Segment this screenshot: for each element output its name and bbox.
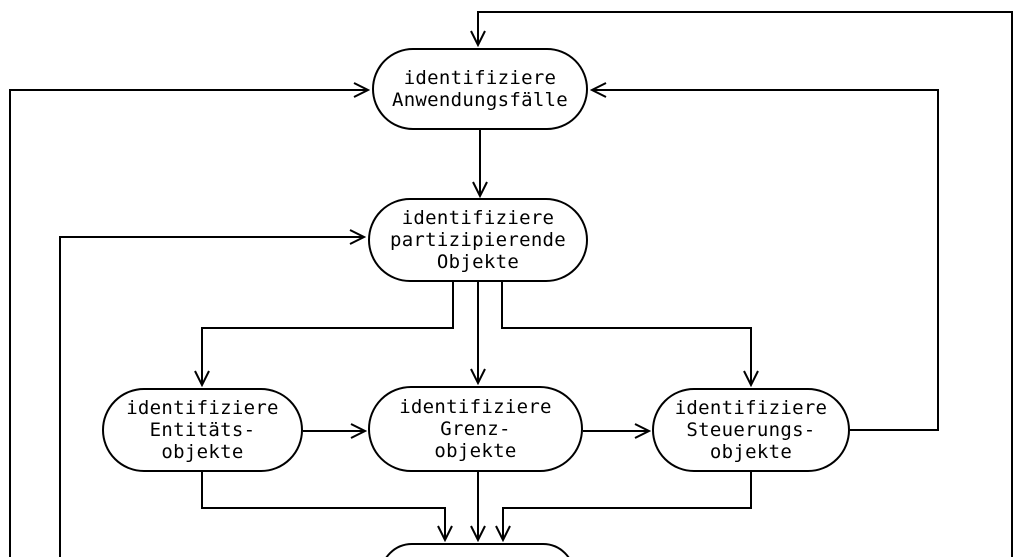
node-label-line: objekte bbox=[434, 440, 517, 462]
node-label-line: Grenz- bbox=[440, 418, 511, 440]
edge-partizipierende-to-steuerungs bbox=[501, 282, 751, 385]
node-identifiziere-grenzobjekte: identifiziere Grenz- objekte bbox=[368, 386, 583, 472]
edge-entitaets-to-bottom bbox=[201, 472, 445, 540]
node-label-line: Entitäts- bbox=[149, 419, 256, 441]
node-label-line: Anwendungsfälle bbox=[391, 89, 569, 111]
edge-steuerungs-to-anwendungsfaelle bbox=[592, 90, 939, 431]
node-identifiziere-entitaetsobjekte: identifiziere Entitäts- objekte bbox=[102, 388, 303, 472]
node-label-line: Steuerungs- bbox=[686, 419, 816, 441]
node-identifiziere-anwendungsfaelle: identifiziere Anwendungsfälle bbox=[372, 48, 588, 130]
node-label-line: objekte bbox=[161, 441, 244, 463]
node-label-line: identifiziere bbox=[126, 397, 279, 419]
node-label-line: identifiziere bbox=[674, 397, 828, 419]
edge-partizipierende-to-entitaets bbox=[202, 282, 454, 385]
node-identifiziere-steuerungsobjekte: identifiziere Steuerungs- objekte bbox=[652, 388, 850, 472]
node-label-line: Objekte bbox=[436, 251, 520, 273]
edge-steuerungs-to-bottom bbox=[503, 472, 752, 540]
node-bottom-partial bbox=[380, 543, 575, 557]
node-label-line: identifiziere bbox=[401, 207, 555, 229]
node-identifiziere-partizipierende-objekte: identifiziere partizipierende Objekte bbox=[368, 198, 588, 282]
edge-loop-left-into-anwendungsfaelle bbox=[9, 90, 368, 557]
edge-loop-top-into-anwendungsfaelle bbox=[478, 11, 1013, 557]
node-label-line: identifiziere bbox=[403, 67, 557, 89]
node-label-line: identifiziere bbox=[399, 396, 552, 418]
node-label-line: objekte bbox=[709, 441, 793, 463]
node-label-line: partizipierende bbox=[389, 229, 567, 251]
edge-loop-left-into-partizipierende bbox=[59, 237, 364, 557]
